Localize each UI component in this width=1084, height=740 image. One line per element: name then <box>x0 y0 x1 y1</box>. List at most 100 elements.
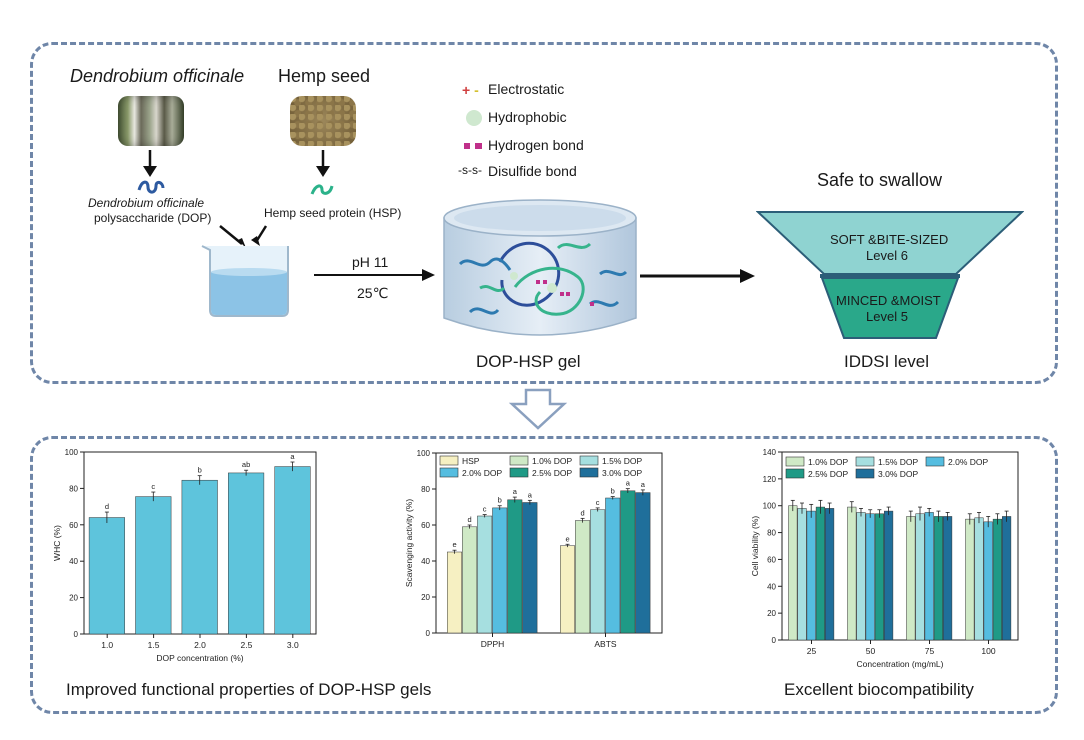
condition-ph: pH 11 <box>352 254 389 270</box>
hsp-molecule-icon <box>310 184 334 195</box>
iddsi-funnel <box>756 211 1024 339</box>
right-caption: Excellent biocompatibility <box>784 680 974 699</box>
bar <box>522 502 538 634</box>
y-tick-label: 40 <box>767 582 776 591</box>
bar <box>274 466 311 635</box>
funnel-bottom-line2: Level 5 <box>866 309 908 324</box>
bar <box>477 515 493 634</box>
condition-temp: 25℃ <box>357 285 389 301</box>
legend-disulfide-symbol: -s-s- <box>458 163 482 177</box>
legend-label: 1.5% DOP <box>602 456 642 466</box>
bar <box>965 518 975 641</box>
bar <box>605 497 621 634</box>
legend-swatch <box>925 456 945 467</box>
bar <box>620 490 636 634</box>
x-tick-label: 1.5 <box>148 640 160 650</box>
legend-label: HSP <box>462 456 480 466</box>
funnel-top-line1: SOFT &BITE-SIZED <box>830 232 949 247</box>
x-tick-label: 25 <box>807 646 817 656</box>
significance-label: b <box>198 466 202 475</box>
significance-label: a <box>290 452 295 461</box>
legend-swatch <box>855 456 875 467</box>
y-axis-label: Scavenging activity (%) <box>404 499 414 588</box>
significance-label: c <box>151 482 155 491</box>
y-tick-label: 120 <box>763 475 777 484</box>
x-axis-label: DOP concentration (%) <box>156 653 243 663</box>
x-axis-label: Concentration (mg/mL) <box>857 659 944 669</box>
bar <box>874 513 884 641</box>
y-tick-label: 20 <box>767 609 776 618</box>
iddsi-label: IDDSI level <box>844 352 930 371</box>
to-iddsi-arrow <box>640 269 755 283</box>
legend-label: 2.5% DOP <box>808 469 848 479</box>
plot-frame <box>435 452 663 634</box>
x-tick-label: ABTS <box>594 639 617 649</box>
y-tick-label: 80 <box>69 484 78 493</box>
significance-label: d <box>468 515 472 524</box>
y-tick-label: 60 <box>69 521 78 530</box>
hsp-label: Hemp seed protein (HSP) <box>264 206 402 220</box>
bar <box>635 492 651 634</box>
legend-swatch <box>579 467 599 478</box>
y-tick-label: 100 <box>65 448 79 457</box>
y-axis-label: WHC (%) <box>52 525 62 561</box>
y-tick-label: 20 <box>421 593 430 602</box>
funnel-top-line2: Level 6 <box>866 248 908 263</box>
y-axis-label: Cell viability (%) <box>750 516 760 577</box>
dop-label-2: polysaccharide (DOP) <box>94 211 212 225</box>
bar <box>797 508 807 641</box>
bar <box>856 512 866 641</box>
significance-label: e <box>565 534 569 543</box>
arrow-down-hsp <box>316 150 330 177</box>
x-tick-label: 2.5 <box>240 640 252 650</box>
bar <box>974 517 984 641</box>
left-caption: Improved functional properties of DOP-HS… <box>66 680 432 699</box>
legend-electrostatic-label: Electrostatic <box>488 81 565 97</box>
significance-label: a <box>626 479 631 488</box>
bar <box>135 496 172 635</box>
safe-title: Safe to swallow <box>817 170 943 190</box>
bar <box>88 517 125 635</box>
arrow-down-dop <box>143 150 157 177</box>
gel-label: DOP-HSP gel <box>476 352 581 371</box>
bar <box>560 545 576 634</box>
significance-label: d <box>105 502 109 511</box>
y-tick-label: 60 <box>421 521 430 530</box>
y-tick-label: 0 <box>426 629 431 638</box>
legend-swatch <box>439 467 459 478</box>
x-tick-label: 1.0 <box>101 640 113 650</box>
significance-label: b <box>611 487 615 496</box>
hemp-seed-photo <box>290 96 356 146</box>
y-tick-label: 80 <box>421 485 430 494</box>
y-tick-label: 0 <box>74 630 79 639</box>
legend-label: 2.5% DOP <box>532 468 572 478</box>
bar <box>228 472 265 635</box>
legend-swatch <box>855 468 875 479</box>
bar <box>915 513 925 641</box>
bar <box>181 479 218 635</box>
y-tick-label: 40 <box>421 557 430 566</box>
x-tick-label: 2.0 <box>194 640 206 650</box>
funnel-bottom-line1: MINCED &MOIST <box>836 293 941 308</box>
top-panel <box>30 42 1058 384</box>
significance-label: c <box>596 498 600 507</box>
y-tick-label: 100 <box>763 502 777 511</box>
bar <box>788 505 798 641</box>
bar <box>462 526 478 634</box>
bar <box>507 499 523 634</box>
legend-swatch <box>785 456 805 467</box>
legend-label: 3.0% DOP <box>602 468 642 478</box>
x-tick-label: 75 <box>925 646 935 656</box>
legend-swatch <box>509 467 529 478</box>
dendrobium-photo <box>118 96 184 146</box>
legend-electrostatic-symbol: + - <box>462 82 479 98</box>
y-tick-label: 60 <box>767 555 776 564</box>
bar <box>983 521 993 641</box>
legend-hydrogen-label: Hydrogen bond <box>488 137 584 153</box>
bar <box>447 551 463 634</box>
significance-label: a <box>513 487 518 496</box>
y-tick-label: 0 <box>772 636 777 645</box>
y-tick-label: 100 <box>417 449 431 458</box>
bar <box>992 518 1002 641</box>
bottom-panel <box>30 436 1058 714</box>
